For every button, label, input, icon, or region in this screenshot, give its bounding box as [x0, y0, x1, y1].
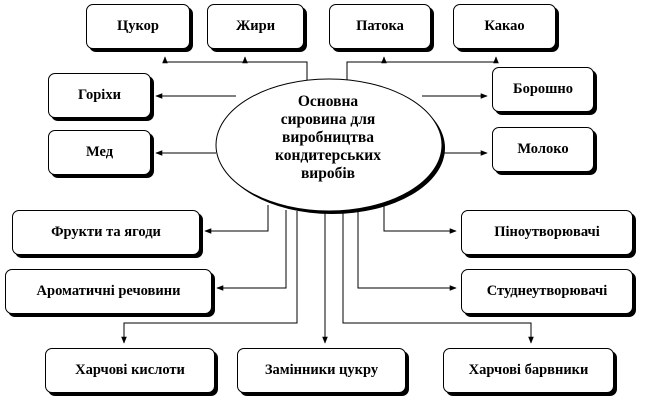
node-fats: Жири — [207, 4, 304, 49]
arrow-foaming — [383, 205, 457, 234]
node-sweeteners: Замінники цукру — [237, 348, 406, 393]
arrow-sugar — [162, 56, 308, 80]
arrow-aromatic — [216, 210, 287, 291]
center-line-1: Основна — [297, 93, 359, 110]
node-aromatic: Ароматичні речовини — [5, 269, 212, 314]
center-ellipse — [215, 78, 443, 212]
node-nuts: Горіхи — [48, 73, 151, 118]
arrow-cocoa — [346, 56, 499, 80]
node-flour: Борошно — [492, 67, 594, 112]
node-fruits: Фрукти та ягоди — [12, 210, 200, 255]
arrow-gelling — [357, 210, 457, 291]
center-title: Основна сировина для виробництва кондите… — [238, 93, 418, 183]
arrow-acids — [121, 211, 298, 344]
center-line-3: виробництва — [282, 129, 374, 146]
node-gelling: Студнеутворювачі — [461, 269, 633, 314]
arrow-fruits — [204, 205, 269, 234]
node-cocoa: Какао — [453, 4, 556, 49]
node-molasses: Патока — [329, 4, 431, 49]
node-sugar: Цукор — [86, 4, 190, 49]
node-milk: Молоко — [492, 127, 594, 172]
node-acids: Харчові кислоти — [45, 348, 215, 393]
center-line-2: сировина для — [280, 111, 376, 128]
center-line-5: виробів — [300, 165, 356, 182]
arrow-dyes — [342, 212, 534, 344]
node-honey: Мед — [48, 130, 151, 175]
node-dyes: Харчові барвники — [443, 348, 614, 393]
node-foaming: Піноутворювачі — [461, 210, 633, 255]
center-line-4: кондитерських — [275, 147, 381, 164]
